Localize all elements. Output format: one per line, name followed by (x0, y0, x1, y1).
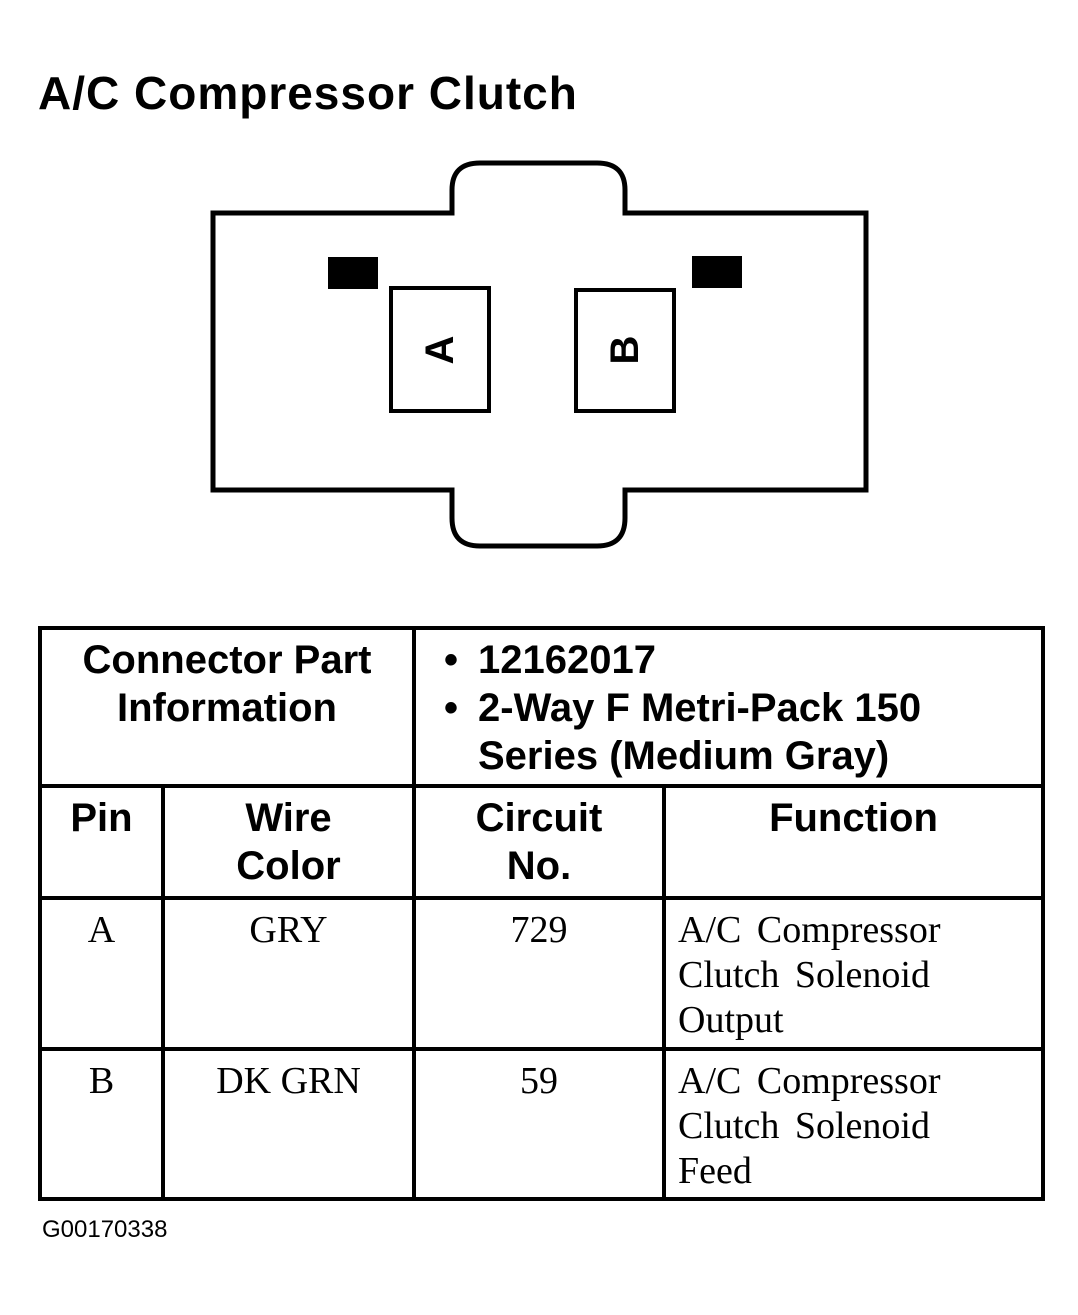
connector-info-table: Connector Part Information •12162017 •2-… (38, 625, 1045, 1202)
pin-label-b: B (603, 336, 647, 365)
connector-type: •2-Way F Metri-Pack 150 (444, 686, 922, 730)
row-a-function: A/C Compressor Clutch Solenoid Output (662, 896, 1045, 1051)
row-b-wire-color: DK GRN (161, 1046, 416, 1202)
row-a-circuit: 729 (412, 896, 666, 1051)
pin-cavity-a (389, 286, 491, 413)
row-b-function: A/C Compressor Clutch Solenoid Feed (662, 1046, 1045, 1202)
latch-tab-left (328, 257, 378, 289)
connector-outline (210, 160, 869, 549)
row-a-pin: A (38, 896, 165, 1051)
latch-tab-right (692, 256, 742, 288)
pin-cavity-b (574, 288, 676, 413)
header-pin: Pin (38, 784, 165, 901)
row-b-pin: B (38, 1046, 165, 1202)
header-function: Function (662, 784, 1045, 901)
part-info-values: •12162017 •2-Way F Metri-Pack 150 Series… (412, 625, 1045, 789)
row-a-wire-color: GRY (161, 896, 416, 1051)
part-info-label: Connector Part Information (38, 625, 416, 789)
part-info-row: Connector Part Information •12162017 •2-… (38, 625, 1045, 789)
connector-series: Series (Medium Gray) (478, 734, 890, 778)
figure-id: G00170338 (42, 1216, 168, 1243)
diagram-title: A/C Compressor Clutch (38, 67, 578, 119)
part-number: •12162017 (444, 638, 656, 682)
connector-diagram: A B (210, 160, 869, 549)
pin-label-a: A (418, 336, 462, 365)
table-row: A GRY 729 A/C Compressor Clutch Solenoid… (38, 896, 1045, 1051)
row-b-circuit: 59 (412, 1046, 666, 1202)
table-row: B DK GRN 59 A/C Compressor Clutch Soleno… (38, 1046, 1045, 1202)
